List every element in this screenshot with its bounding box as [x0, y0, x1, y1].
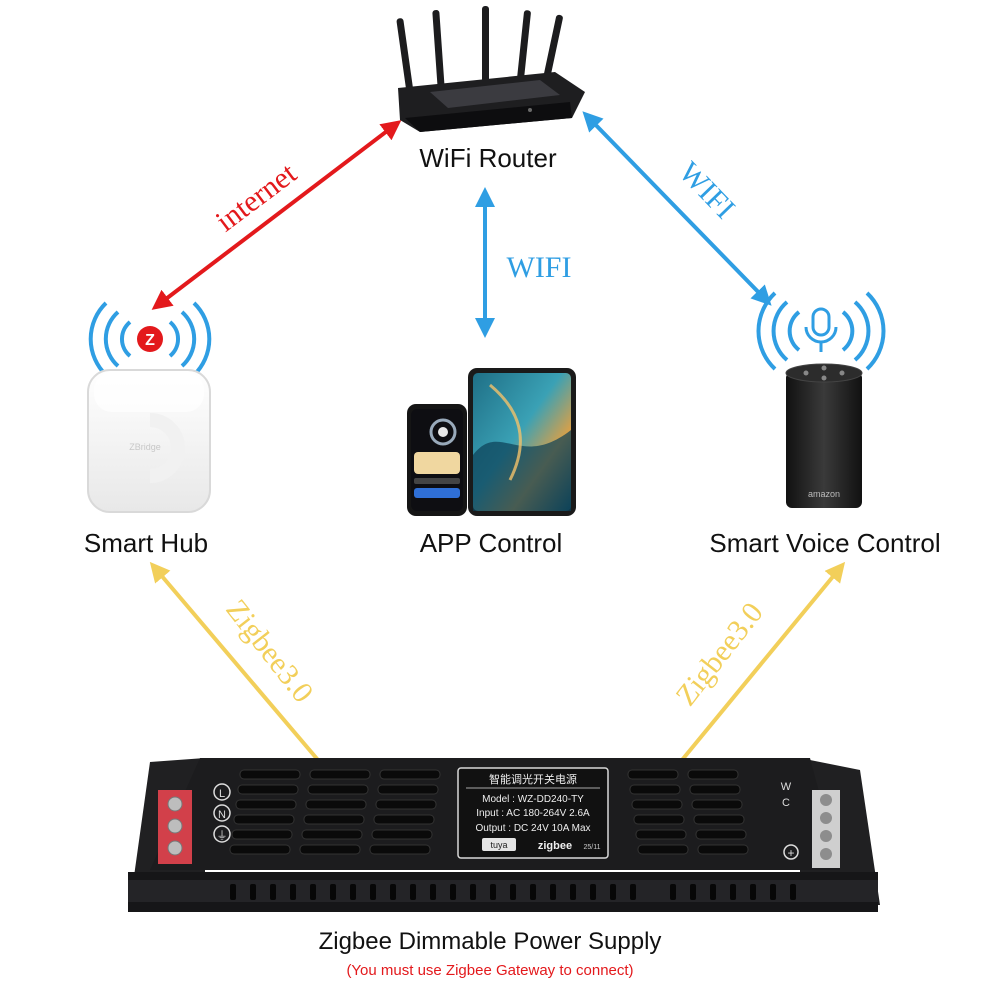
input-terminal-block: [158, 790, 192, 864]
voice-signal-icon: [756, 291, 886, 371]
phone-icon: [407, 404, 467, 516]
link-zigbee-left: [149, 561, 320, 762]
speaker-brand-text: amazon: [808, 489, 840, 499]
output-terminal-labels: W C +: [781, 781, 799, 860]
microphone-icon: [804, 307, 838, 352]
output-terminal-block: [812, 790, 840, 868]
plate-code: 25/11: [584, 844, 601, 851]
power-supply-label: Zigbee Dimmable Power Supply: [319, 928, 662, 955]
link-internet: [151, 120, 402, 310]
zigbee-signal-icon: [88, 301, 212, 377]
link-zigbee-right: [680, 561, 846, 762]
terminal-label-w: W: [781, 781, 792, 793]
terminal-label-l: L: [219, 788, 225, 800]
vent-grille-left: [229, 769, 441, 855]
router-icon: [396, 6, 585, 132]
app-label: APP Control: [420, 528, 563, 558]
zigbee-right-label: Zigbee3.0: [669, 596, 769, 712]
link-wifi-right: [582, 111, 772, 306]
plate-model: Model : WZ-DD240-TY: [482, 794, 584, 805]
input-terminal-labels: L N ⏚: [213, 783, 231, 843]
hub-badge-text: Z: [145, 332, 155, 349]
zigbee-badge-icon: [137, 326, 163, 352]
wifi-center-label: WIFI: [507, 251, 572, 284]
terminal-label-ground: ⏚: [217, 829, 228, 842]
zigbee-left-label: Zigbee3.0: [219, 593, 319, 709]
tablet-icon: [468, 368, 576, 516]
plate-zigbee-logo: zigbee: [538, 840, 572, 852]
plate-title: 智能调光开关电源: [489, 772, 577, 786]
rating-plate: [457, 767, 609, 859]
smart-hub-device-icon: [87, 369, 211, 513]
smart-speaker-icon: [785, 363, 863, 508]
internet-label: internet: [210, 156, 304, 238]
terminal-label-n: N: [218, 809, 226, 821]
terminal-label-c: C: [782, 797, 790, 809]
front-vents: [230, 884, 796, 900]
plate-output: Output : DC 24V 10A Max: [475, 823, 590, 834]
terminal-label-plus: +: [787, 846, 794, 860]
gateway-note: (You must use Zigbee Gateway to connect): [346, 962, 633, 979]
vent-grille-right: [627, 769, 749, 855]
plate-tuya-logo: tuya: [490, 840, 507, 850]
hub-device-text: ZBridge: [129, 442, 161, 452]
hub-label: Smart Hub: [84, 528, 208, 558]
router-label: WiFi Router: [419, 143, 557, 173]
voice-label: Smart Voice Control: [709, 528, 940, 558]
plate-input: Input : AC 180-264V 2.6A: [476, 808, 590, 819]
